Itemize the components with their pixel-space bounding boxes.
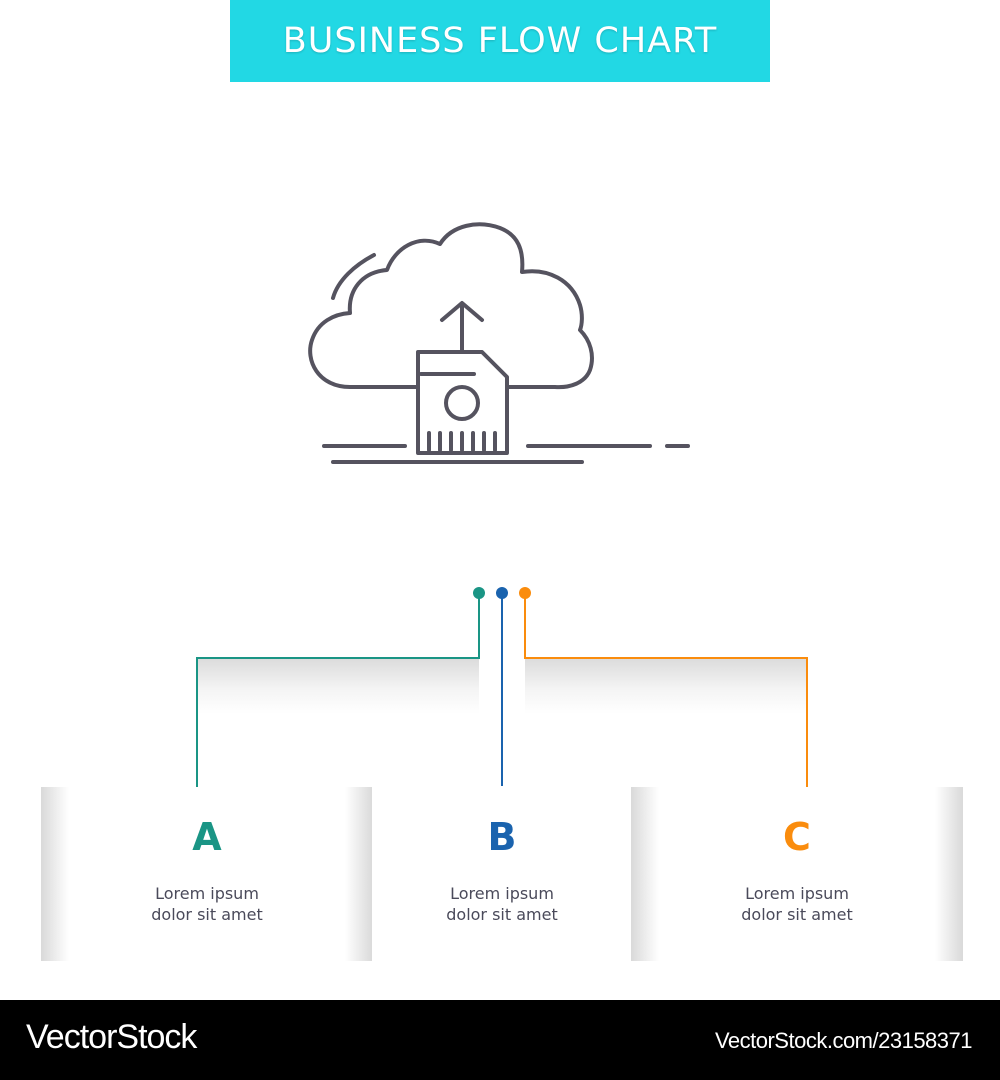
card-shadow-right [345,787,373,961]
cloud-outline [308,222,594,390]
step-card-c: C Lorem ipsum dolor sit amet [631,787,963,961]
description-line-2: dolor sit amet [446,905,558,924]
card-shadow-left [631,787,659,961]
step-card-b: B Lorem ipsum dolor sit amet [372,787,632,961]
card-shadow-left [41,787,69,961]
step-letter: A [192,815,222,859]
cloud-upload-icon [308,222,690,464]
step-card-a: A Lorem ipsum dolor sit amet [41,787,373,961]
description-line-1: Lorem ipsum [745,884,849,903]
description-line-1: Lorem ipsum [155,884,259,903]
node-dot-c [519,587,531,599]
watermark-footer: VectorStock VectorStock.com/23158371 [0,1000,1000,1080]
connector-shade-left [197,659,479,714]
step-letter: C [783,815,811,859]
node-dot-b [496,587,508,599]
step-letter: B [487,815,517,859]
upload-arrow [440,301,484,353]
card-shadow-right [935,787,963,961]
sd-card-pins [427,431,497,452]
page-title: BUSINESS FLOW CHART [282,21,718,61]
node-dot-a [473,587,485,599]
connector-shade-right [525,659,807,714]
step-description: Lorem ipsum dolor sit amet [372,883,632,925]
sd-card-circle [444,385,480,421]
description-line-1: Lorem ipsum [450,884,554,903]
step-description: Lorem ipsum dolor sit amet [631,883,963,925]
sd-card-outline [416,350,509,455]
step-description: Lorem ipsum dolor sit amet [41,883,373,925]
description-line-2: dolor sit amet [741,905,853,924]
description-line-2: dolor sit amet [151,905,263,924]
image-reference: VectorStock.com/23158371 [714,1028,973,1053]
title-banner: BUSINESS FLOW CHART [230,0,770,82]
wind-arc [331,253,376,300]
brand-logo: VectorStock [26,1018,197,1056]
